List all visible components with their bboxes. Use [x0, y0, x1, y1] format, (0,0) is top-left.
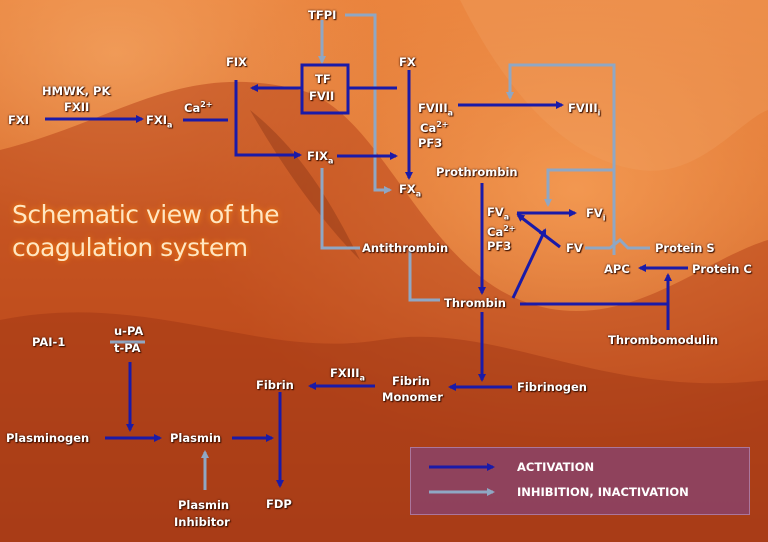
node-fv: FV	[566, 241, 583, 255]
node-fva: FVa	[487, 205, 510, 222]
node-hmwk-pk: HMWK, PK	[42, 84, 111, 98]
node-ca-2: Ca2+	[420, 120, 449, 135]
node-pai1: PAI-1	[32, 335, 66, 349]
legend-arrows	[429, 463, 495, 496]
node-thrombomodulin: Thrombomodulin	[608, 333, 719, 347]
legend-box: ACTIVATION INHIBITION, INACTIVATION	[410, 447, 750, 515]
node-antithrombin: Antithrombin	[362, 241, 449, 255]
node-fix: FIX	[226, 55, 248, 69]
node-fxiiia: FXIIIa	[330, 366, 365, 383]
node-fxi: FXI	[8, 113, 30, 127]
node-fviiia: FVIIIa	[418, 101, 453, 118]
node-fviiii: FVIIIi	[568, 101, 601, 118]
node-ca-3: Ca2+	[487, 224, 516, 239]
node-fxa: FXa	[399, 182, 422, 199]
legend-inhibition-label: INHIBITION, INACTIVATION	[517, 485, 689, 499]
node-protein-s: Protein S	[655, 241, 715, 255]
title-line-2: coagulation system	[12, 233, 248, 262]
node-tpa: t-PA	[114, 341, 141, 355]
node-fvi: FVi	[586, 206, 606, 223]
legend-activation-label: ACTIVATION	[517, 460, 595, 474]
node-fvii: FVII	[309, 89, 335, 103]
node-upa: u-PA	[114, 324, 144, 338]
node-apc: APC	[604, 262, 630, 276]
node-tfpi: TFPI	[308, 8, 337, 22]
title-line-1: Schematic view of the	[12, 200, 280, 229]
node-thrombin: Thrombin	[444, 296, 506, 310]
node-plasmin-inhibitor-line1: Plasmin	[178, 498, 230, 512]
node-ca-1: Ca2+	[184, 100, 213, 115]
node-fxii: FXII	[64, 100, 90, 114]
node-plasminogen: Plasminogen	[6, 431, 90, 445]
node-prothrombin: Prothrombin	[436, 165, 518, 179]
node-fx: FX	[399, 55, 416, 69]
node-plasmin-inhibitor-line2: Inhibitor	[174, 515, 230, 529]
node-fixa: FIXa	[307, 149, 334, 166]
diagram-title: Schematic view of the coagulation system	[12, 198, 280, 264]
node-protein-c: Protein C	[692, 262, 752, 276]
node-fibrin-monomer-line2: Monomer	[382, 390, 443, 404]
tf-fvii-box	[300, 63, 350, 115]
node-tf: TF	[315, 72, 331, 86]
node-pf3-1: PF3	[418, 136, 443, 150]
node-fxia: FXIa	[146, 113, 173, 130]
node-fibrin: Fibrin	[256, 378, 294, 392]
node-fibrinogen: Fibrinogen	[517, 380, 587, 394]
node-fibrin-monomer-line1: Fibrin	[392, 374, 430, 388]
node-fdp: FDP	[266, 497, 292, 511]
node-plasmin: Plasmin	[170, 431, 222, 445]
node-pf3-2: PF3	[487, 239, 512, 253]
